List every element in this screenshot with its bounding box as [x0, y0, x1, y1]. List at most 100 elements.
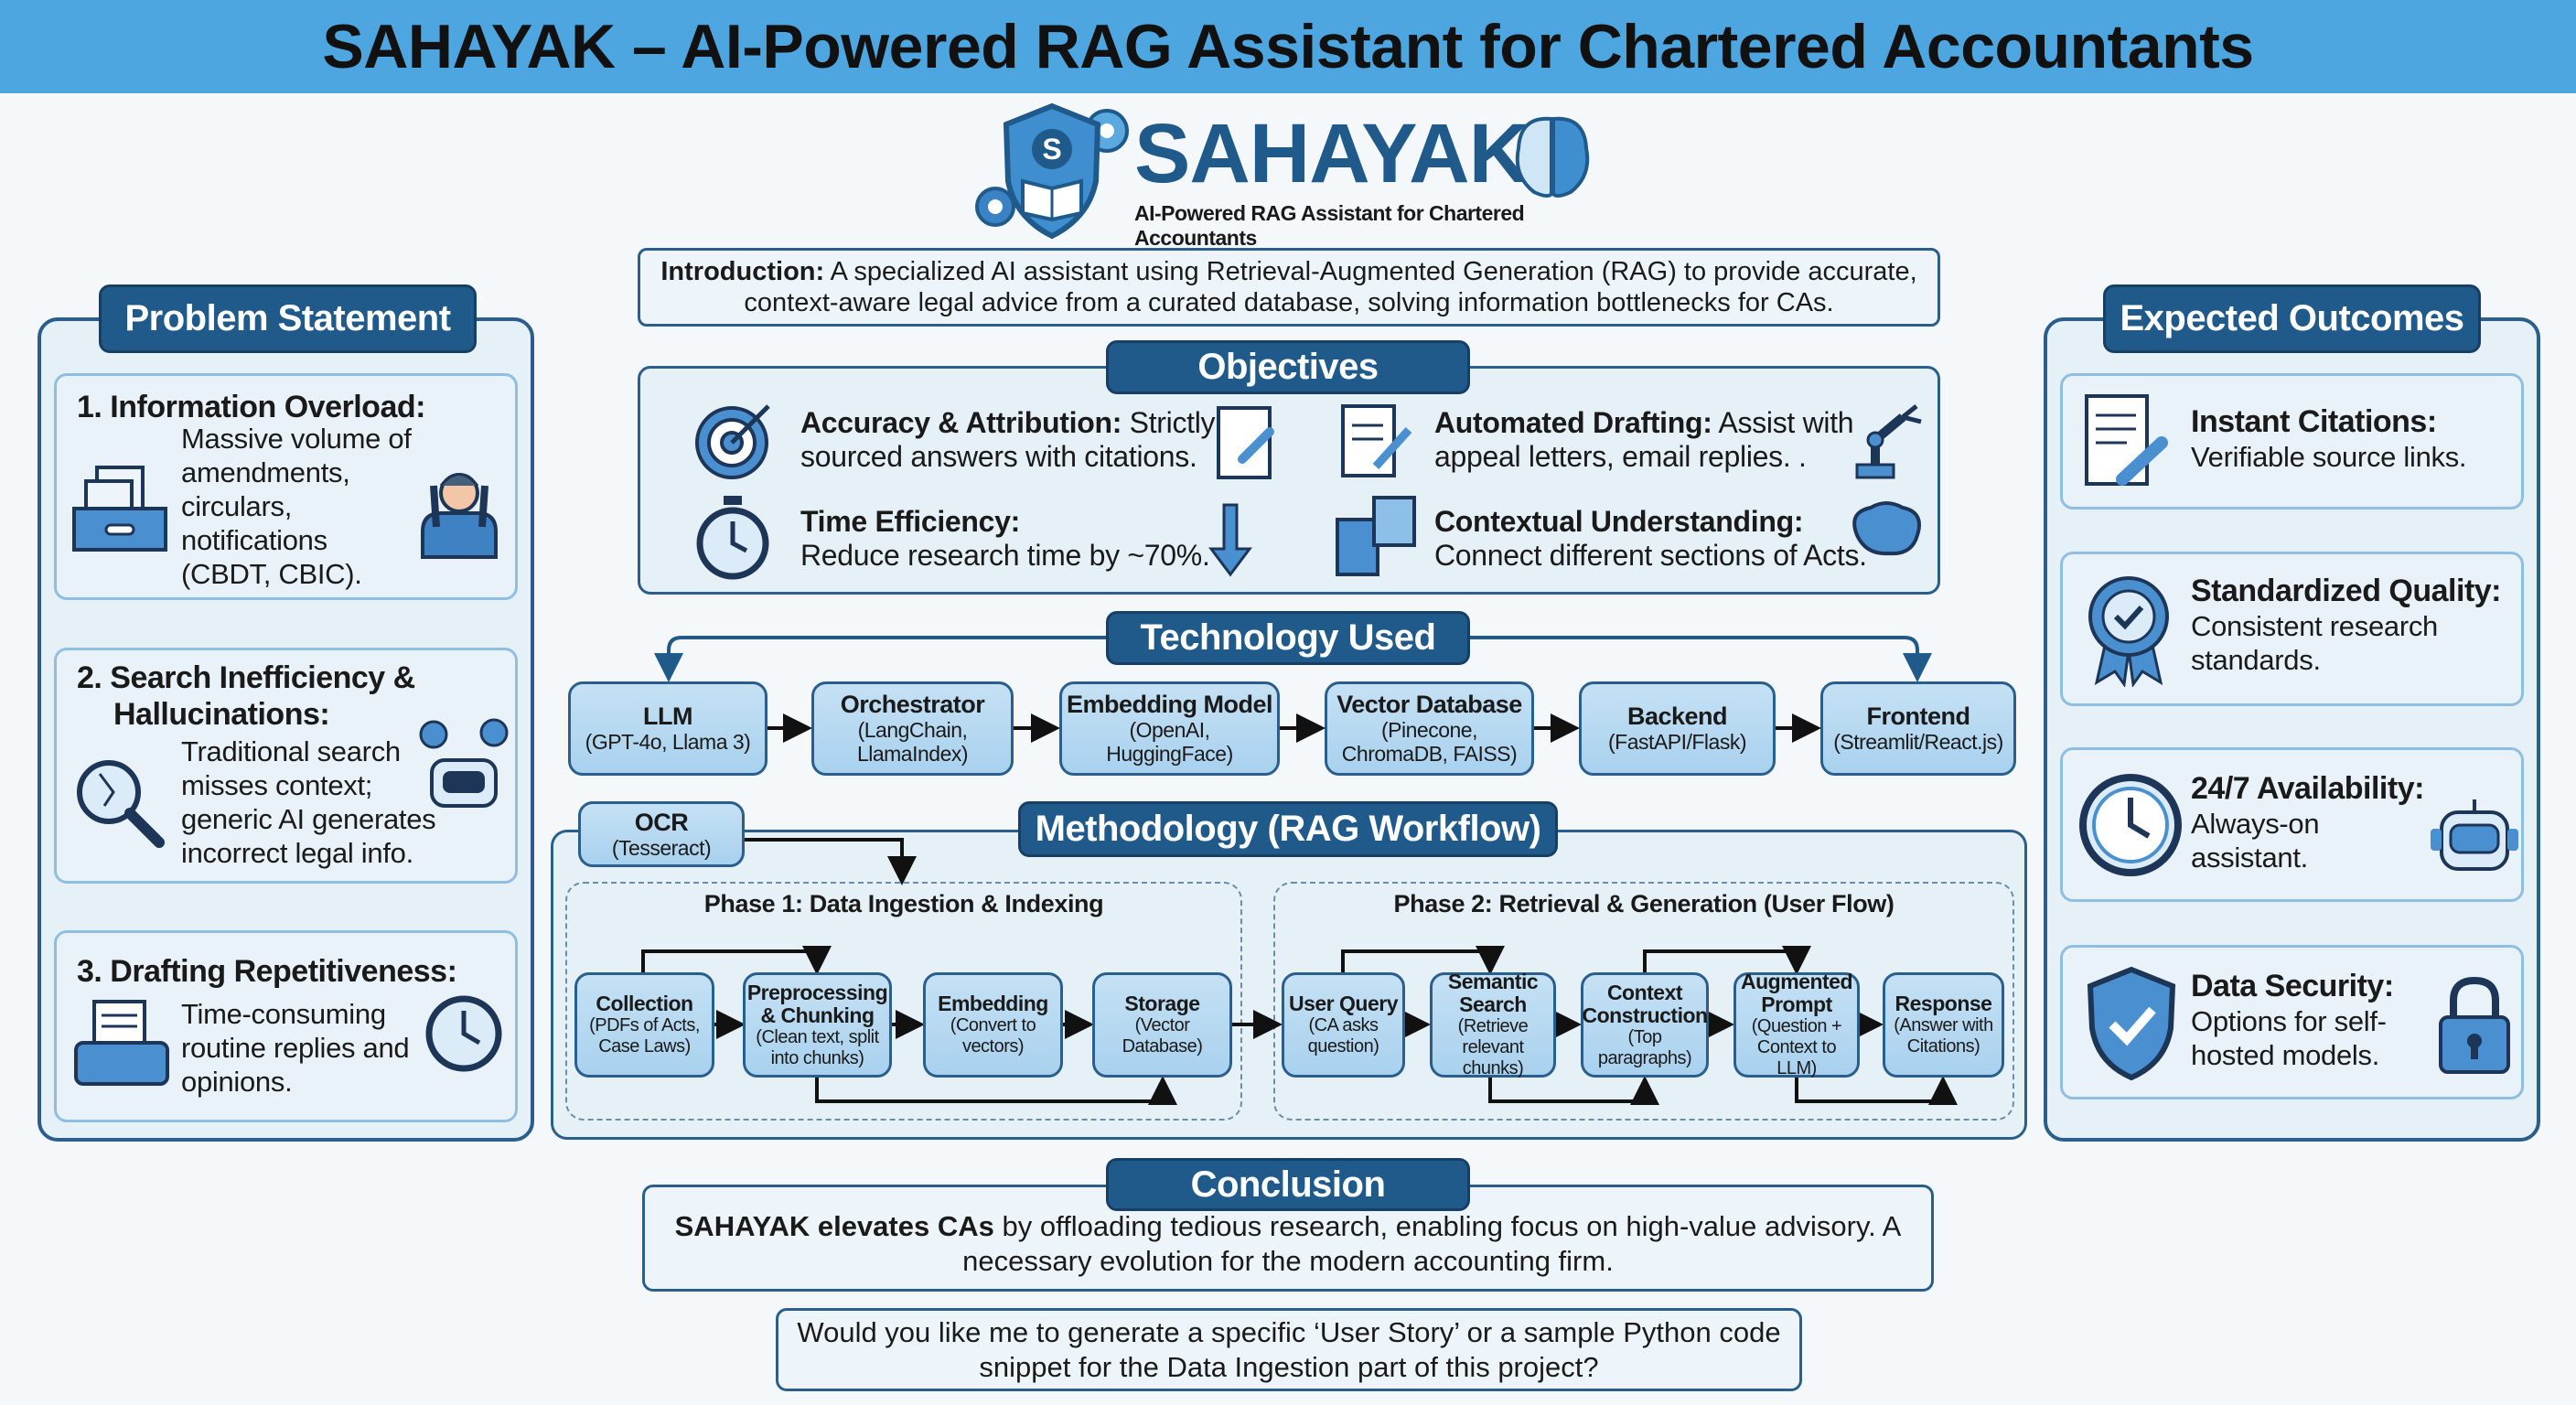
objectives-panel: [638, 366, 1940, 595]
step-detail: paragraphs): [1597, 1047, 1692, 1068]
methodology-heading: Methodology (RAG Workflow): [1018, 801, 1558, 857]
robotic-arm-icon: [1855, 404, 1922, 479]
logo: S SAHAYAK AI-Powered RAG Assistant for C…: [970, 99, 1619, 250]
shield-check-icon: [2087, 966, 2176, 1081]
tech-frontend: Frontend(Streamlit/React.js): [1820, 681, 2016, 776]
problem-1-line: notifications: [181, 524, 327, 556]
step-title: Semantic: [1447, 970, 1539, 993]
problem-1-line: amendments,: [181, 456, 350, 488]
title-banner: SAHAYAK – AI-Powered RAG Assistant for C…: [0, 0, 2576, 93]
phase-1-title: Phase 1: Data Ingestion & Indexing: [703, 890, 1104, 917]
conclusion-lead: SAHAYAK elevates CAs: [674, 1209, 994, 1242]
logo-name: SAHAYAK: [1134, 107, 1530, 200]
step-title: & Chunking: [760, 1003, 875, 1027]
tech-embedding-model: Embedding Model(OpenAI,HuggingFace): [1059, 681, 1280, 776]
outcome-security: Data Security:Options for self-hosted mo…: [2060, 945, 2524, 1099]
ocr-box: OCR(Tesseract): [578, 801, 745, 867]
conclusion-heading: Conclusion: [1106, 1158, 1470, 1211]
down-arrow-icon: [1208, 503, 1252, 577]
puzzle-icon: [1336, 496, 1416, 576]
conclusion-text-1: by offloading tedious research, enabling…: [993, 1209, 1902, 1242]
step-title: Embedding: [938, 992, 1048, 1015]
intro-text-2: context-aware legal advice from a curate…: [744, 288, 1834, 317]
outcome-citations: Instant Citations:Verifiable source link…: [2060, 373, 2524, 509]
problem-1-line: (CBDT, CBIC).: [181, 558, 362, 590]
expected-outcomes-heading: Expected Outcomes: [2103, 284, 2481, 353]
document-pen-icon: [1341, 404, 1412, 477]
padlock-icon: [2439, 976, 2510, 1074]
objective-context: Contextual Understanding: Connect differ…: [1434, 505, 1867, 572]
step-title: Prompt: [1761, 992, 1832, 1016]
problem-2-line: incorrect legal info.: [181, 837, 413, 869]
clock-icon: [2079, 774, 2182, 876]
document-link-icon: [1217, 406, 1274, 479]
phase-2-container: [1273, 882, 2014, 1121]
step-title: Augmented: [1741, 970, 1853, 993]
problem-item-2: 2. Search Inefficiency & Hallucinations:…: [54, 648, 518, 884]
step-detail: (Question +: [1751, 1016, 1842, 1036]
objective-drafting: Automated Drafting: Assist with appeal l…: [1434, 406, 1854, 473]
problem-1-line: Massive volume of: [181, 423, 412, 455]
followup-line-1: Would you like me to generate a specific…: [797, 1315, 1781, 1348]
step-detail: (Convert to: [950, 1015, 1036, 1035]
problem-3-title: 3. Drafting Repetitiveness:: [77, 954, 457, 989]
robot-icon: [2431, 799, 2518, 871]
document-tray-icon: [72, 466, 167, 552]
step-detail: into chunks): [770, 1047, 864, 1068]
page-title: SAHAYAK – AI-Powered RAG Assistant for C…: [322, 12, 2254, 81]
step-detail: Citations): [1906, 1036, 1980, 1056]
problem-item-3: 3. Drafting Repetitiveness: Time-consumi…: [54, 930, 518, 1122]
problem-2-line: generic AI generates: [181, 803, 436, 835]
problem-2-title: 2. Search Inefficiency &: [77, 660, 415, 695]
problem-statement-heading: Problem Statement: [99, 284, 477, 353]
target-icon: [695, 404, 770, 479]
phase-2-title: Phase 2: Retrieval & Generation (User Fl…: [1393, 890, 1894, 917]
brain-icon: [1852, 501, 1921, 556]
problem-3-line: routine replies and: [181, 1032, 410, 1064]
step-detail: (Retrieve: [1457, 1016, 1529, 1036]
problem-2-title-cont: Hallucinations:: [113, 697, 330, 732]
problem-2-line: Traditional search: [181, 735, 401, 767]
technology-heading: Technology Used: [1106, 611, 1470, 665]
outcome-quality: Standardized Quality:Consistent research…: [2060, 552, 2524, 706]
clock-icon: [425, 995, 502, 1072]
intro-label: Introduction:: [660, 257, 825, 286]
step-title: Collection: [596, 992, 693, 1015]
problem-2-line: misses context;: [181, 769, 373, 801]
phase1-step-1: Collection(PDFs of Acts,Case Laws): [574, 972, 714, 1078]
svg-text:S: S: [1042, 133, 1061, 166]
step-title: Preprocessing: [746, 980, 888, 1004]
step-title: Context: [1606, 980, 1683, 1004]
typewriter-icon: [74, 1000, 169, 1086]
problem-3-line: Time-consuming: [181, 998, 386, 1030]
step-detail: (Clean text, split: [756, 1026, 879, 1047]
step-detail: (Top: [1627, 1026, 1662, 1047]
conclusion-text-2: necessary evolution for the modern accou…: [962, 1244, 1614, 1277]
introduction-box: Introduction: A specialized AI assistant…: [638, 248, 1940, 327]
step-title: Construction: [1582, 1003, 1708, 1027]
confused-robot-icon: [419, 718, 509, 808]
broken-magnifier-icon: [77, 760, 165, 848]
intro-text-1: A specialized AI assistant using Retriev…: [824, 257, 1917, 286]
step-detail: vectors): [961, 1036, 1025, 1056]
followup-line-2: snippet for the Data Ingestion part of t…: [979, 1350, 1599, 1383]
followup-question-box[interactable]: Would you like me to generate a specific…: [776, 1308, 1802, 1391]
step-title: User Query: [1288, 992, 1399, 1015]
problem-3-line: opinions.: [181, 1066, 293, 1098]
objective-time: Time Efficiency: Reduce research time by…: [800, 505, 1210, 572]
step-detail: Context to LLM): [1756, 1037, 1837, 1078]
objectives-heading: Objectives: [1106, 340, 1470, 394]
stopwatch-icon: [696, 496, 769, 580]
step-detail: (PDFs of Acts,: [589, 1015, 700, 1035]
objective-accuracy: Accuracy & Attribution: Strictly sourced…: [800, 406, 1216, 473]
brain-circuit-icon: [1515, 116, 1590, 198]
step-title: Search: [1459, 992, 1527, 1016]
problem-1-title: 1. Information Overload:: [77, 390, 425, 424]
